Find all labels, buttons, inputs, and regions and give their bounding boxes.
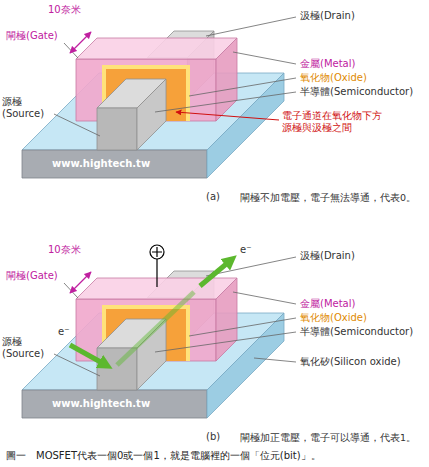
part-label: 金屬(Metal) (300, 298, 355, 310)
watermark: www.hightech.tw (52, 398, 150, 410)
watermark: www.hightech.tw (52, 158, 150, 170)
panel-caption: 閘極加正電壓，電子可以導通，代表1。 (240, 432, 416, 444)
panel-label: (a) (206, 191, 220, 203)
mosfet-off (22, 17, 296, 178)
figure-caption: 圖一 MOSFET代表一個0或一個1，就是電腦裡的一個「位元(bit)」。 (6, 450, 321, 462)
part-label: 源極 (Source) (2, 96, 52, 120)
dimension-label: 10奈米 (48, 4, 81, 16)
part-label: 汲極(Drain) (300, 250, 355, 262)
part-label: 閘極(Gate) (6, 30, 58, 42)
panel-label: (b) (206, 431, 220, 443)
mosfet-on (22, 257, 296, 418)
part-label: 氧化矽(Silicon oxide) (300, 356, 401, 368)
part-label: 閘極(Gate) (6, 270, 58, 282)
part-label: 半導體(Semiconductor) (300, 86, 413, 98)
note: 電子通道在氧化物下方 源極與汲極之間 (282, 110, 386, 134)
part-label: 金屬(Metal) (300, 58, 355, 70)
part-label: 汲極(Drain) (300, 10, 355, 22)
panel-caption: 閘極不加電壓，電子無法導通，代表0。 (240, 192, 416, 204)
part-label: 半導體(Semiconductor) (300, 326, 413, 338)
part-label: 源極 (Source) (2, 336, 52, 360)
part-label: 氧化物(Oxide) (300, 72, 367, 84)
part-label: 氧化物(Oxide) (300, 312, 367, 324)
dimension-label: 10奈米 (48, 244, 81, 256)
electron-label: e⁻ (240, 244, 251, 256)
on-state-marks (70, 245, 296, 365)
electron-label: e⁻ (58, 326, 69, 338)
channel-pointer (176, 112, 279, 120)
